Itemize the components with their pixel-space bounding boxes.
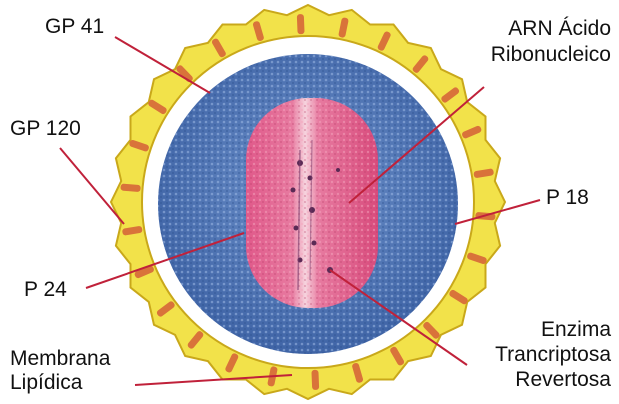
label-enzima-line1: Enzima <box>495 318 611 342</box>
label-enzima-transcriptasa: Enzima Trancriptosa Revertosa <box>495 318 611 392</box>
label-arn-acido-ribonucleico: ARN Ácido Ribonucleico <box>491 17 611 67</box>
label-gp41: GP 41 <box>45 15 104 39</box>
label-p18: P 18 <box>546 186 589 210</box>
label-arn-line2: Ribonucleico <box>491 43 611 67</box>
label-membrana-line2: Lipídica <box>10 371 110 395</box>
label-arn-line1: ARN Ácido <box>491 17 611 41</box>
label-enzima-line2: Trancriptosa <box>495 343 611 367</box>
gp120-spike <box>297 14 305 34</box>
label-enzima-line3: Revertosa <box>495 368 611 392</box>
p24-capsid-texture <box>246 98 378 308</box>
label-p24: P 24 <box>24 278 67 302</box>
label-membrana-line1: Membrana <box>10 347 110 371</box>
gp120-spike <box>311 370 319 390</box>
leader-gp120 <box>60 148 124 224</box>
label-membrana-lipidica: Membrana Lipídica <box>10 347 110 395</box>
label-gp120: GP 120 <box>10 117 81 141</box>
